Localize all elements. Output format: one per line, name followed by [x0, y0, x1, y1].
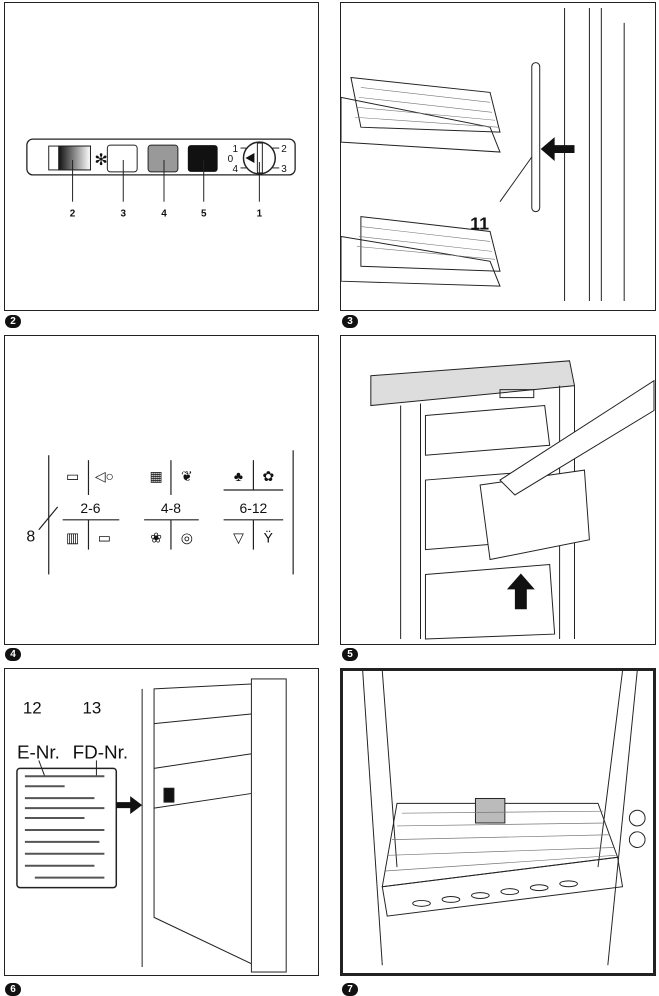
snowflake-icon: ✻ [94, 152, 107, 169]
callout-12: 12 [23, 699, 42, 718]
e-nr-label: E-Nr. [17, 741, 60, 762]
arrow-right-icon [116, 796, 143, 815]
figure-number-4: 4 [5, 648, 21, 661]
figure-number-2: 2 [5, 315, 21, 328]
range-6-12: 6-12 [239, 500, 267, 516]
sausage-icon: ▭ [66, 468, 79, 484]
figure-7-defrost-interior [340, 668, 656, 976]
fd-nr-label: FD-Nr. [73, 741, 129, 762]
rating-plate [16, 767, 118, 889]
wire-shelf-upper [341, 76, 501, 153]
callout-1: 1 [257, 209, 263, 220]
callout-3: 3 [120, 209, 126, 220]
control-panel [499, 389, 535, 399]
indicator-light-4 [147, 144, 179, 173]
arrow-up-icon [506, 573, 535, 610]
figure-number-6: 6 [5, 983, 21, 996]
indicator-light-5 [187, 145, 218, 172]
dish-icon: ▭ [98, 530, 111, 546]
dial-mark-1: 1 [233, 144, 239, 155]
figure-2-control-panel: ✻ 1 2 0 4 3 2 3 4 5 1 [4, 2, 319, 311]
dial-mark-2: 2 [281, 144, 287, 155]
callout-2: 2 [70, 209, 76, 220]
control-strip [26, 138, 296, 176]
range-2-6: 2-6 [80, 500, 100, 516]
dial-mark-3: 3 [281, 164, 287, 175]
hand [499, 379, 655, 496]
figure-number-5: 5 [342, 648, 358, 661]
cheese-icon: ▦ [149, 468, 162, 484]
figure-3-shelf-rail: 11 [340, 2, 656, 311]
range-4-8: 4-8 [161, 500, 181, 516]
lamb-icon: ❀ [150, 530, 162, 546]
figure-number-3: 3 [342, 315, 358, 328]
cake-icon: ▥ [66, 530, 79, 546]
callout-13: 13 [83, 699, 102, 718]
poultry-icon: ❦ [181, 468, 193, 484]
callout-11: 11 [470, 214, 489, 234]
pork-icon: ◎ [181, 530, 193, 546]
callout-4: 4 [161, 209, 167, 220]
callout-8: 8 [26, 529, 35, 546]
dial-mark-0: 0 [228, 154, 234, 165]
figure-4-storage-chart: ▭ ◁○ ▦ ❦ ♣ ✿ ▥ ▭ ❀ ◎ ▽ Ÿ 2-6 4-8 6-12 8 [4, 335, 319, 645]
venison-icon: Ÿ [264, 530, 273, 546]
vegetables-icon: ♣ [234, 468, 243, 484]
figure-5-freezer-drawer [340, 335, 656, 645]
wire-shelf-lower [341, 216, 501, 287]
fruit-icon: ✿ [262, 468, 274, 484]
arrow-icon [540, 137, 575, 161]
beef-icon: ▽ [233, 530, 244, 546]
ice-block [474, 797, 506, 824]
figure-number-7: 7 [342, 983, 358, 996]
fish-icon: ◁○ [95, 468, 114, 484]
callout-5: 5 [201, 209, 207, 220]
dial-mark-4: 4 [233, 164, 239, 175]
figure-6-rating-plate: 12 13 E-Nr. FD-Nr. [4, 668, 319, 976]
indicator-light-3 [106, 144, 138, 173]
